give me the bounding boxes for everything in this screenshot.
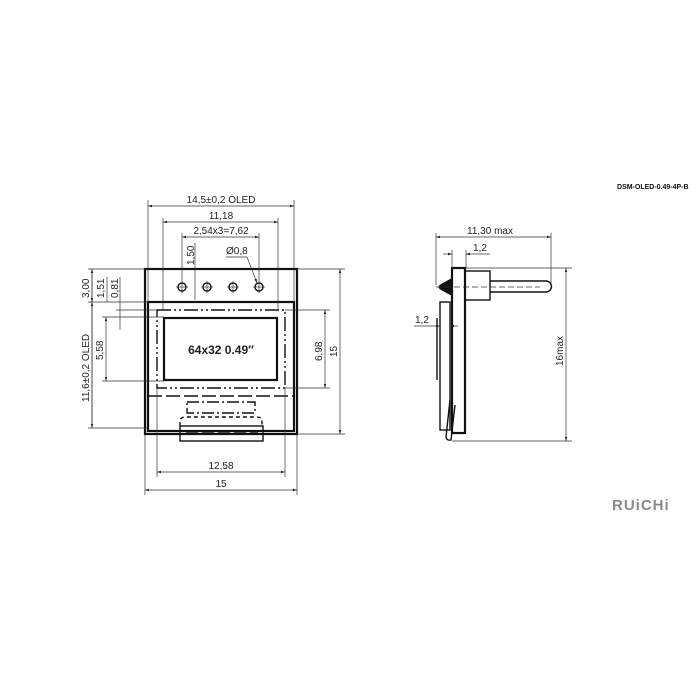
fpc-tail (179, 425, 264, 442)
ruichi-logo: RUiCHi (612, 497, 670, 514)
side-pin-housing (464, 270, 491, 301)
dim-depth: 11,30 max (467, 226, 513, 237)
dim-pin-pitch: 2,54x3=7,62 (193, 226, 249, 237)
side-display (439, 301, 451, 431)
dim-bottom-width: 15 (215, 479, 227, 490)
pin-hole (253, 281, 265, 293)
dim-top-151: 1,51 (96, 278, 107, 298)
dim-pin-offset: 1,50 (186, 245, 197, 265)
pin-hole (176, 281, 188, 293)
oled-frame (146, 300, 296, 433)
pin-hole (201, 281, 213, 293)
side-view: 11,30 max 1,2 1,2 16max (414, 226, 572, 442)
side-pin (490, 280, 553, 293)
dim-height-oled: 11,6±0,2 OLED (81, 334, 92, 402)
dim-hole-dia: Ø0,8 (226, 246, 248, 257)
dim-height: 15 (329, 345, 340, 357)
part-number: DSM-OLED-0.49-4P-B (617, 184, 689, 191)
dim-active-frame-h: 6,98 (314, 341, 325, 361)
dim-side-height: 16max (555, 336, 566, 366)
front-view: 64x32 0.49″ 14,5±0,2 OLED 11,18 2,54x3=7… (81, 195, 345, 495)
dim-inner-width: 11,18 (209, 211, 234, 222)
display-screen (162, 316, 279, 382)
dim-board-t: 1,2 (473, 243, 487, 254)
board-outline (143, 267, 299, 436)
dim-top-3: 3,00 (81, 278, 92, 298)
driver-ic (186, 401, 256, 414)
side-fpc-tab (445, 399, 456, 441)
display-label: 64x32 0.49″ (188, 343, 254, 357)
dim-active-h: 5,58 (95, 340, 106, 360)
fpc-bend (179, 416, 263, 426)
active-area-frame (156, 309, 286, 389)
side-board (450, 266, 467, 435)
pin-holes (176, 281, 265, 293)
dim-top-081: 0,81 (110, 278, 121, 298)
dim-width-oled: 14,5±0,2 OLED (187, 195, 256, 206)
dim-bottom-inner: 12,58 (208, 461, 233, 472)
pin-hole (227, 281, 239, 293)
dim-display-t: 1,2 (415, 315, 429, 326)
